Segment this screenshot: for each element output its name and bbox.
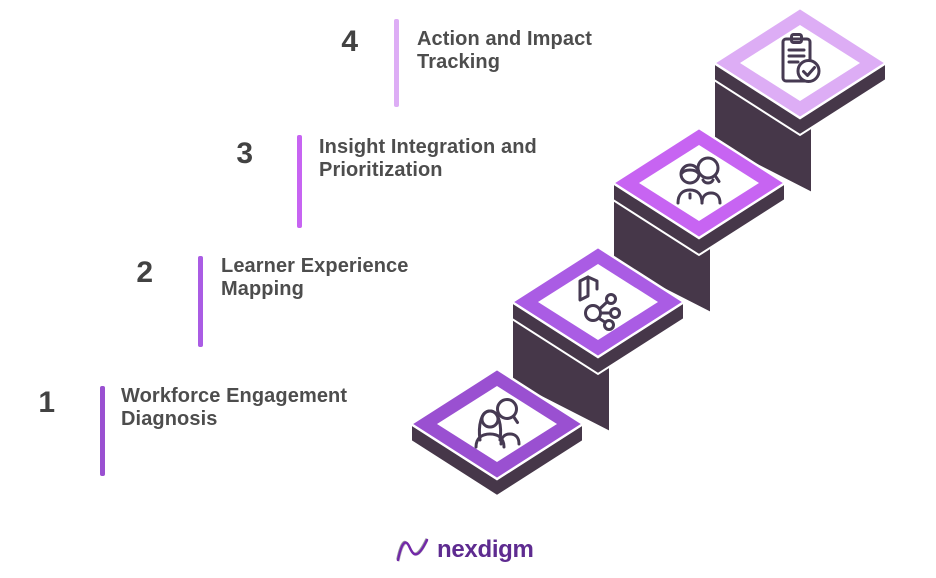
step-label-2-line1: Learner Experience [221,255,409,277]
step-label-4-line2: Tracking [417,51,501,73]
step-accent-bar-4 [394,19,399,107]
step-label-2-line2: Mapping [221,278,304,300]
step-label-1-line1: Workforce Engagement [121,385,348,407]
step-label-3-line2: Prioritization [319,159,443,181]
clipboard-check-icon [781,33,821,83]
nexdigm-logo-text: nexdigm [437,536,534,563]
step-2-tile-face [538,264,658,340]
step-accent-bar-2 [198,256,203,347]
step-tile-3 [610,126,788,315]
step-number-3: 3 [236,137,253,170]
step-number-1: 1 [38,386,55,419]
step-label-1: Workforce Engagement Diagnosis [121,385,347,431]
step-label-4: Action and Impact Tracking [417,28,592,74]
map-network-icon [578,275,621,331]
step-tile-4 [711,6,889,195]
nexdigm-wave-mark-icon [396,538,429,562]
step-label-2: Learner Experience Mapping [221,255,408,301]
people-search-icon [676,156,722,205]
step-tile-2 [509,245,687,434]
step-accent-bar-1 [100,386,105,476]
step-accent-bar-3 [297,135,302,228]
step-number-2: 2 [136,256,153,289]
step-number-4: 4 [341,25,358,58]
step-label-1-line2: Diagnosis [121,408,218,430]
step-label-3-line1: Insight Integration and [319,136,537,158]
two-users-icon [474,398,521,449]
step-3-tile-face [639,145,759,221]
step-label-3: Insight Integration and Prioritization [319,136,537,182]
step-label-4-line1: Action and Impact [417,28,593,50]
step-tile-1 [408,367,586,498]
nexdigm-logo: nexdigm [394,534,534,566]
